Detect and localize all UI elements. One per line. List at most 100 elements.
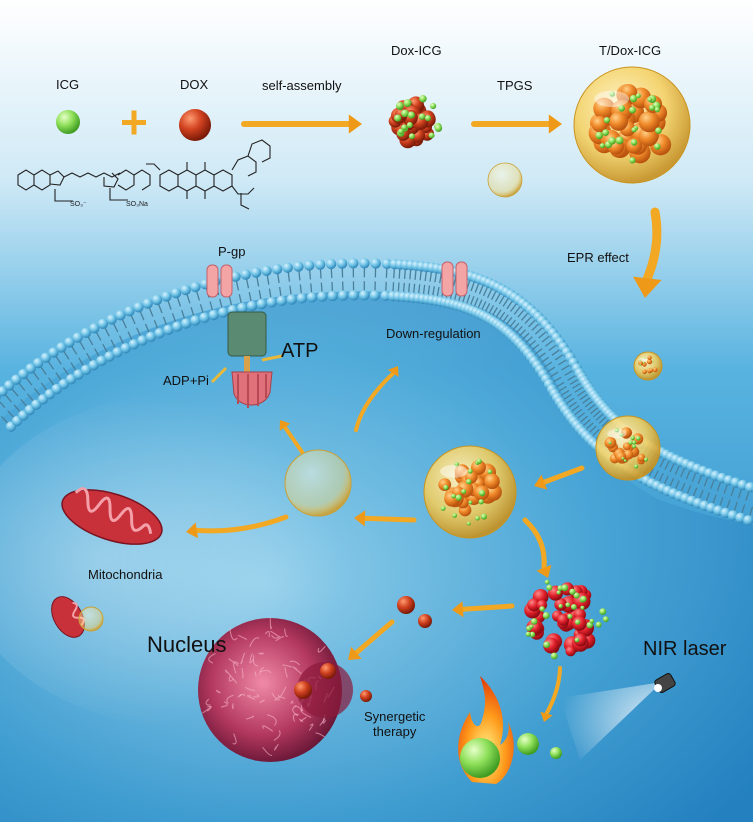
lipid-head bbox=[336, 258, 348, 269]
atp-motor bbox=[210, 311, 283, 408]
released-dox-particles bbox=[360, 596, 432, 702]
lipid-head bbox=[250, 267, 262, 278]
lipid-head bbox=[743, 515, 753, 526]
arrow-to-mitochondria bbox=[186, 514, 289, 539]
lipid-head bbox=[171, 321, 183, 332]
lipid-head bbox=[237, 302, 248, 314]
dox-chemical-structure bbox=[146, 139, 271, 210]
lipid-head bbox=[381, 258, 393, 270]
synergetic-line: Synergetic bbox=[364, 709, 426, 724]
lipid-head bbox=[199, 312, 210, 323]
lipid-head bbox=[296, 293, 308, 304]
lipid-head bbox=[266, 297, 277, 308]
cell-nucleus bbox=[198, 617, 353, 762]
lipid-head bbox=[208, 309, 219, 321]
lipid-head bbox=[246, 300, 258, 312]
lipid-head bbox=[25, 363, 36, 374]
lipid-head bbox=[80, 327, 92, 339]
lipid-head bbox=[104, 351, 115, 362]
lipid-head bbox=[124, 306, 135, 317]
icg-label: ICG bbox=[56, 77, 80, 92]
icg-chemical-structure bbox=[17, 169, 151, 202]
lipid-head bbox=[286, 294, 297, 305]
lipid-head bbox=[32, 357, 44, 369]
dox-icg-label: Dox-ICG bbox=[391, 43, 442, 58]
arrow-dissociation bbox=[522, 517, 552, 578]
lipid-head bbox=[359, 290, 370, 301]
lipid-head bbox=[217, 307, 229, 318]
lipid-head bbox=[271, 263, 283, 275]
mitochondria-organelle bbox=[61, 487, 163, 545]
atp-label: ATP bbox=[281, 340, 319, 362]
dissociated-dox-icg-cluster bbox=[524, 579, 609, 660]
plus-sign bbox=[122, 110, 146, 135]
lipid-head bbox=[261, 265, 272, 276]
lipid-head bbox=[256, 298, 267, 310]
sulfonate-label-2: SO₃Na bbox=[126, 201, 148, 208]
tpgs-micelle bbox=[487, 162, 523, 198]
synergetic-therapy-label: Synergetic therapy bbox=[364, 709, 426, 740]
lipid-head bbox=[190, 281, 201, 293]
arrow-epr-effect bbox=[632, 207, 662, 298]
small-nanoparticle bbox=[633, 351, 663, 381]
lipid-head bbox=[97, 318, 109, 329]
lipid-head bbox=[337, 290, 349, 301]
lipid-head bbox=[180, 318, 192, 329]
lipid-head bbox=[96, 355, 107, 367]
lipid-head bbox=[370, 258, 381, 269]
mitochondria-label: Mitochondria bbox=[88, 567, 163, 582]
arrow-self-assembly bbox=[241, 114, 362, 134]
process-arrows bbox=[186, 114, 662, 722]
lipid-head bbox=[240, 269, 251, 280]
lipid-head bbox=[88, 360, 99, 371]
icg-molecule bbox=[56, 110, 80, 134]
arrow-photothermal bbox=[540, 666, 562, 722]
mitochondria-small bbox=[51, 596, 104, 638]
epr-effect-label: EPR effect bbox=[567, 250, 629, 265]
t-dox-icg-label: T/Dox-ICG bbox=[599, 43, 662, 58]
lipid-head bbox=[73, 369, 84, 380]
sulfonate-label-1: SO₃⁻ bbox=[70, 201, 87, 208]
lipid-head bbox=[161, 291, 172, 302]
lipid-head bbox=[744, 482, 753, 493]
lipid-head bbox=[304, 260, 315, 271]
lipid-head bbox=[327, 290, 338, 302]
dox-icg-aggregate bbox=[388, 95, 443, 149]
lipid-head bbox=[106, 314, 117, 325]
lipid-head bbox=[314, 259, 326, 270]
lipid-head bbox=[190, 315, 201, 326]
downregulated-channel bbox=[441, 261, 468, 297]
arrow-release-dox bbox=[452, 601, 515, 618]
p-gp-label: P-gp bbox=[218, 244, 246, 259]
lipid-head bbox=[40, 352, 51, 363]
down-regulation-label: Down-regulation bbox=[386, 326, 481, 341]
lipid-head bbox=[154, 328, 165, 339]
lipid-head bbox=[163, 324, 174, 336]
tpgs-label: TPGS bbox=[497, 78, 533, 93]
lipid-head bbox=[65, 374, 77, 385]
empty-tpgs-micelle bbox=[284, 449, 352, 517]
lipid-head bbox=[145, 331, 157, 343]
lipid-head bbox=[18, 368, 29, 380]
lipid-head bbox=[180, 284, 191, 296]
p-gp-channel bbox=[206, 264, 233, 298]
membrane-nanoparticle bbox=[595, 415, 661, 481]
intracellular-nanoparticle bbox=[423, 445, 517, 539]
arrow-into-cell bbox=[534, 465, 585, 490]
lipid-head bbox=[3, 380, 15, 391]
therapy-line: therapy bbox=[373, 723, 417, 739]
lipid-head bbox=[348, 258, 359, 269]
lipid-head bbox=[359, 258, 370, 269]
lipid-head bbox=[282, 262, 293, 273]
self-assembly-label: self-assembly bbox=[262, 78, 342, 93]
t-dox-icg-nanoparticle bbox=[573, 66, 691, 184]
adp-pi-label: ADP+Pi bbox=[163, 373, 209, 388]
lipid-head bbox=[128, 339, 140, 350]
arrow-tpgs bbox=[471, 114, 562, 134]
lipid-head bbox=[137, 335, 148, 346]
lipid-head bbox=[293, 261, 304, 272]
nucleus-label: Nucleus bbox=[147, 632, 227, 657]
lipid-head bbox=[369, 290, 381, 301]
lipid-head bbox=[72, 332, 83, 343]
